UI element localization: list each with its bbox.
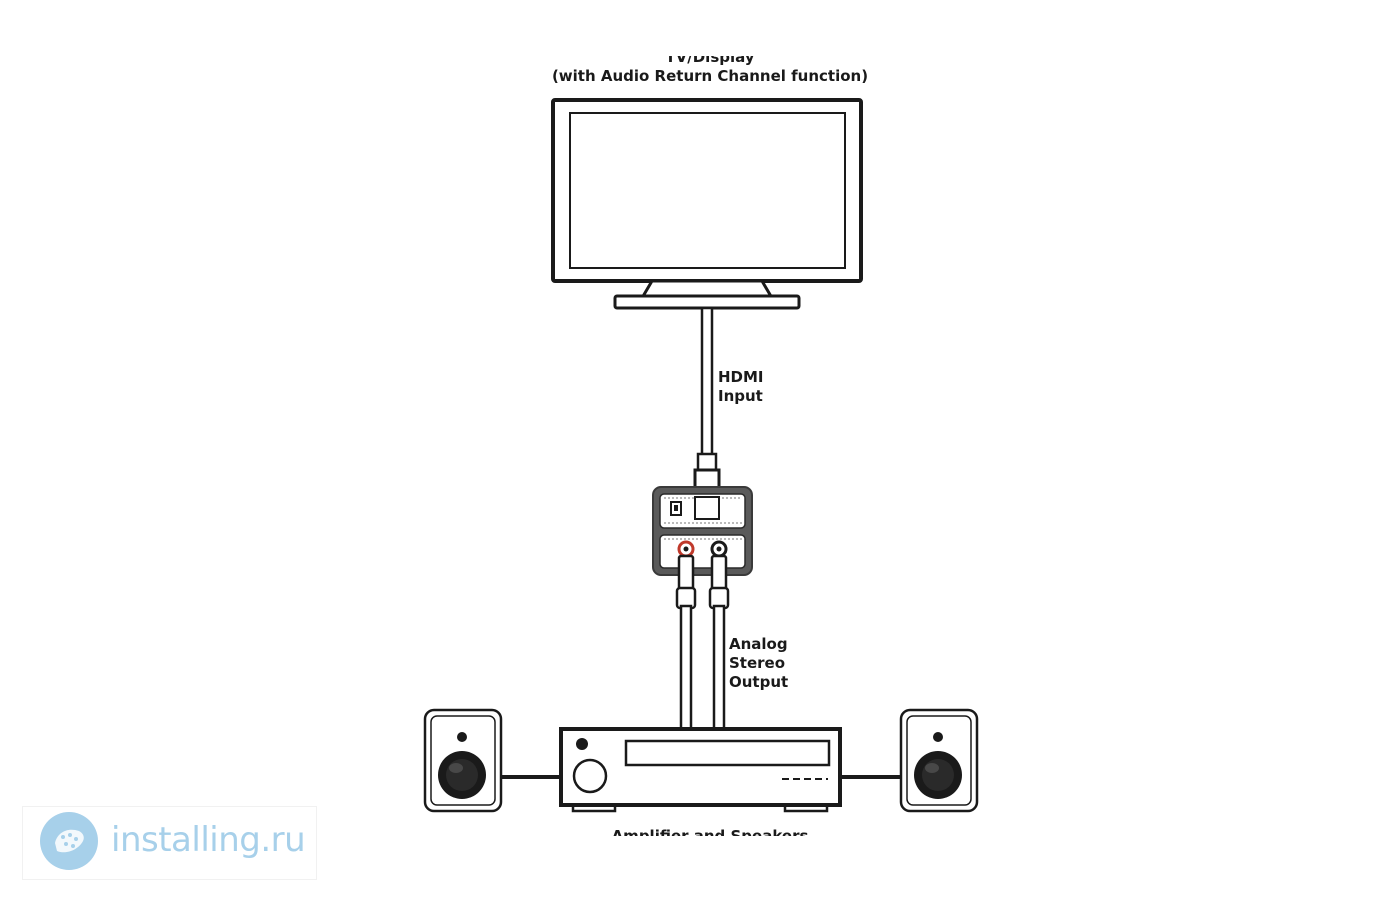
hdmi-input-label: HDMI Input	[718, 368, 764, 406]
tv-display-title-line1: TV/Display	[665, 56, 755, 66]
arc-converter-box	[652, 486, 753, 576]
tv-display-icon	[551, 98, 863, 310]
watermark-text: installing.ru	[111, 820, 306, 860]
installing-logo-icon	[40, 812, 98, 870]
analog-label-line1: Analog	[729, 635, 788, 653]
analog-label-line3: Output	[729, 673, 789, 691]
tv-display-title-line2: (with Audio Return Channel function)	[551, 67, 869, 85]
speaker-left-icon	[423, 708, 503, 813]
analog-label-line2: Stereo	[729, 654, 786, 672]
speaker-right-icon	[899, 708, 979, 813]
tv-display-title: TV/Display (with Audio Return Channel fu…	[520, 56, 900, 94]
rca-cable-right	[708, 554, 730, 732]
hdmi-label-line2: Input	[718, 387, 763, 405]
amplifier-icon	[559, 727, 842, 813]
rca-cable-left	[675, 554, 697, 732]
watermark: installing.ru	[22, 806, 317, 880]
analog-stereo-output-label: Analog Stereo Output	[729, 635, 788, 692]
amplifier-speakers-title: Amplifier and Speakers	[611, 827, 809, 836]
hdmi-label-line1: HDMI	[718, 368, 764, 386]
